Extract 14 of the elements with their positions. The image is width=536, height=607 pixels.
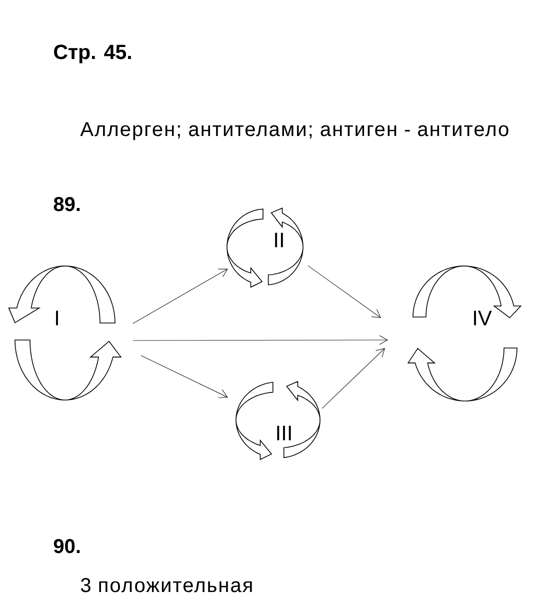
roman-numeral: II [275,232,283,248]
arrow [132,268,228,324]
arrow [132,335,388,345]
arrow [322,348,386,409]
arrow [140,355,228,398]
roman-numeral: IV [474,310,492,326]
task-number: 89. [54,197,80,212]
answer-text: Аллерген; антителами; антиген - антитело [80,122,508,140]
task-number: 90. [54,539,80,554]
roman-numeral: I [56,310,58,326]
roman-numeral: III [277,426,291,440]
page-heading: Стр. 45. [54,44,131,64]
arrow [308,265,382,318]
answer-text: 3 положительная [80,578,252,592]
